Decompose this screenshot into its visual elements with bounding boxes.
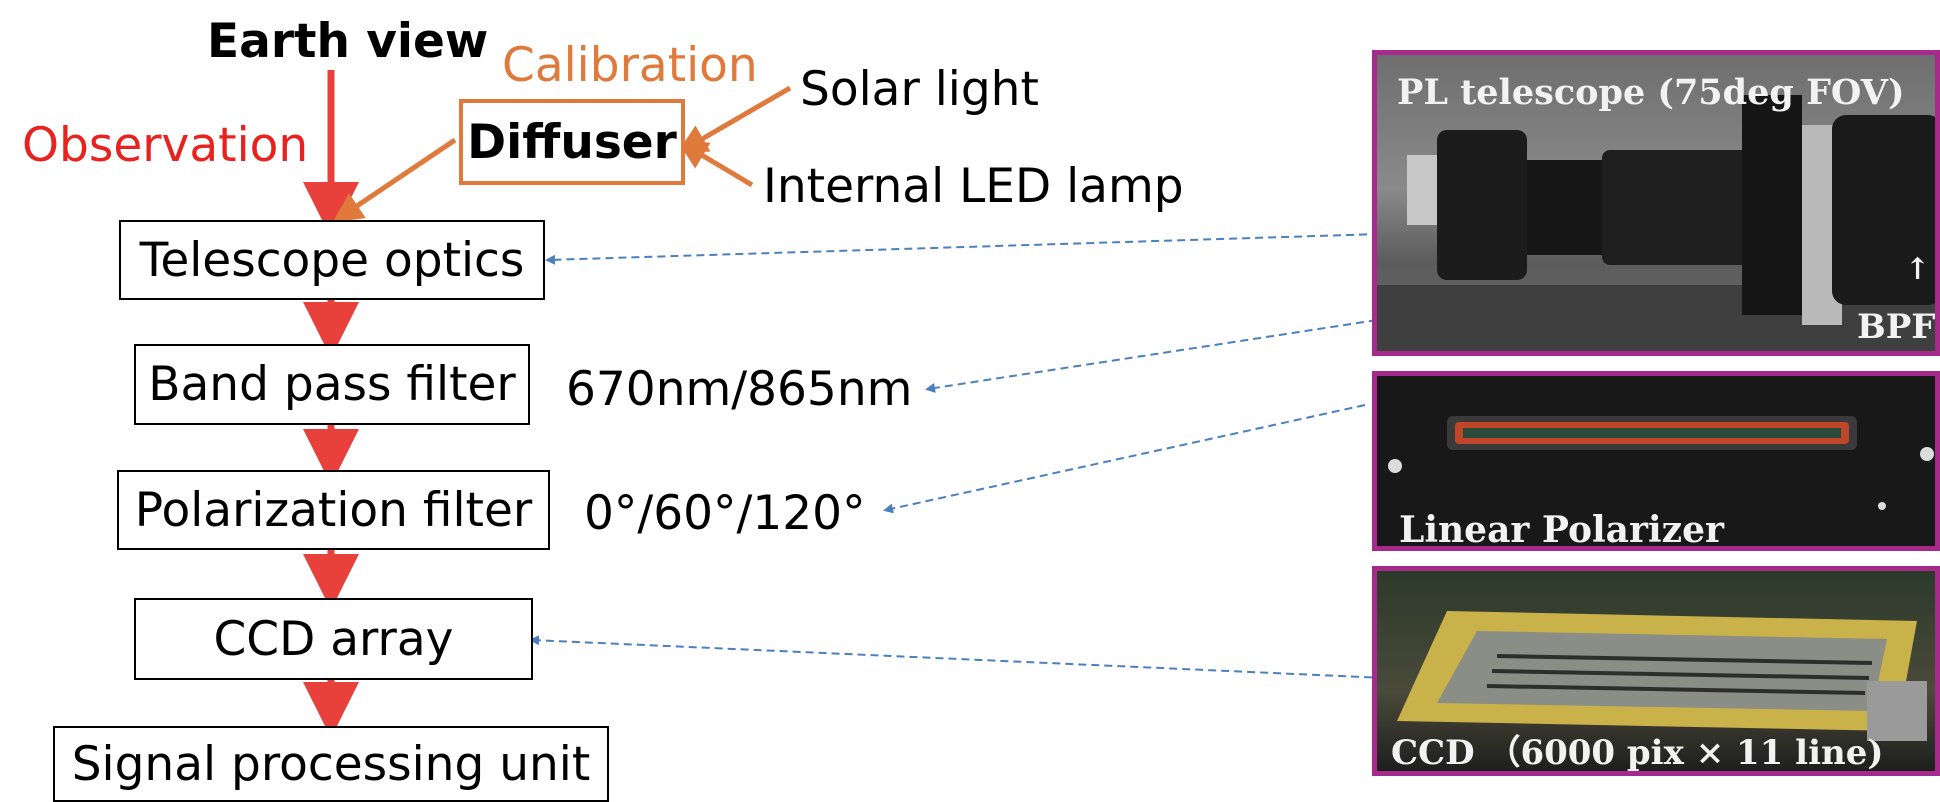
ccd-illustration <box>1397 611 1927 741</box>
led-lamp-arrow <box>677 140 754 188</box>
signal-processing-label: Signal processing unit <box>71 736 591 792</box>
telescope-photo: PL telescope (75deg FOV) ↑ BPF <box>1372 50 1940 356</box>
ccd-array-label: CCD array <box>213 611 454 667</box>
bpf-label: BPF <box>1857 307 1936 347</box>
ccd-caption: CCD （6000 pix × 11 line) <box>1391 733 1884 773</box>
bandpass-value: 670nm/865nm <box>566 362 913 417</box>
diffuser-box: Diffuser <box>459 99 685 185</box>
diffuser-label: Diffuser <box>467 114 677 170</box>
polarizer-photo: Linear Polarizer <box>1372 371 1940 551</box>
dashed-pointer-ccd <box>529 635 1386 679</box>
polarizer-caption: Linear Polarizer <box>1399 509 1724 551</box>
telescope-optics-block: Telescope optics <box>119 220 545 300</box>
calibration-label: Calibration <box>502 38 758 93</box>
polarization-filter-label: Polarization filter <box>134 482 533 538</box>
bpf-arrow: ↑ <box>1905 252 1931 287</box>
telescope-caption: PL telescope (75deg FOV) <box>1397 72 1905 113</box>
solar-light-arrow <box>677 85 792 154</box>
ccd-array-block: CCD array <box>134 598 533 680</box>
dashed-pointer-telescope <box>545 231 1446 265</box>
solar-light-label: Solar light <box>800 62 1039 117</box>
polarization-value: 0°/60°/120° <box>584 486 866 541</box>
telescope-optics-label: Telescope optics <box>139 232 525 288</box>
dashed-pointer-polarizer <box>883 404 1366 514</box>
polarization-filter-block: Polarization filter <box>117 470 550 550</box>
earth-view-label: Earth view <box>207 14 489 69</box>
polarizer-illustration <box>1388 416 1934 510</box>
band-pass-filter-label: Band pass filter <box>148 357 516 412</box>
diffuser-arrow <box>332 137 457 223</box>
band-pass-filter-block: Band pass filter <box>134 344 530 425</box>
ccd-photo: CCD （6000 pix × 11 line) <box>1372 566 1940 776</box>
signal-processing-block: Signal processing unit <box>53 726 609 802</box>
internal-led-label: Internal LED lamp <box>763 159 1184 214</box>
telescope-illustration <box>1377 95 1935 351</box>
observation-label: Observation <box>22 118 309 173</box>
